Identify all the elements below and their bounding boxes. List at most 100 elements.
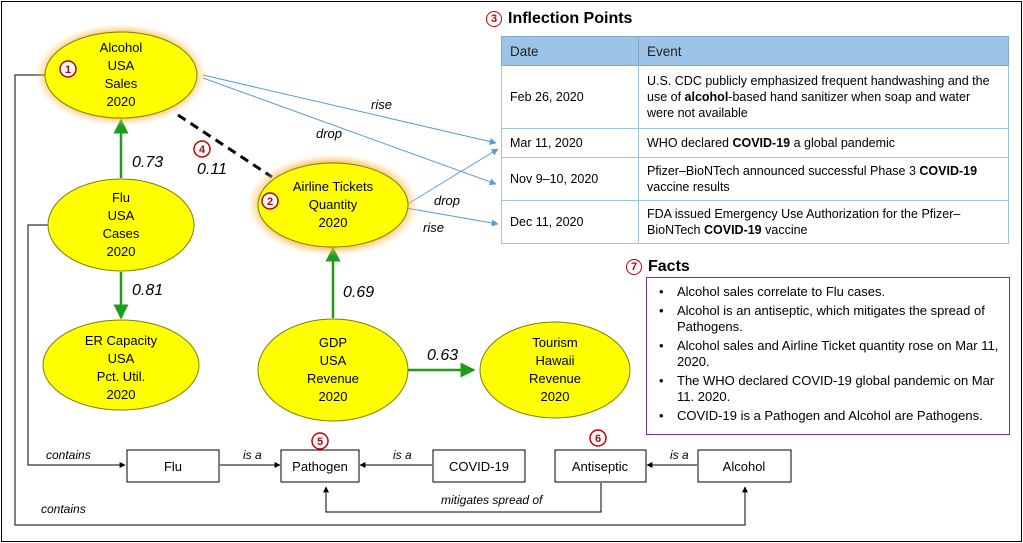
event-bold: COVID-19 (919, 164, 978, 178)
label-corr-gdp-tourism: 0.63 (427, 347, 458, 364)
node-gdp-revenue-line3: Revenue (307, 371, 359, 386)
concept-flu[interactable]: Flu (126, 449, 220, 483)
connector-alcohol-sales-contains (14, 74, 748, 526)
node-alcohol-sales-line3: Sales (105, 76, 138, 91)
node-tourism-revenue-line2: Hawaii (535, 353, 574, 368)
label-trend-alcohol-rise: rise (371, 97, 392, 112)
table-row: Dec 11, 2020 FDA issued Emergency Use Au… (501, 200, 1009, 244)
node-airline-tickets-line1: Airline Tickets (293, 179, 374, 194)
event-text: Pfizer–BioNTech announced successful Pha… (647, 164, 920, 178)
node-er-capacity-line3: Pct. Util. (97, 369, 145, 384)
label-rel-alcohol-contains: contains (41, 502, 86, 516)
header-event: Event (638, 36, 1009, 66)
list-item: The WHO declared COVID-19 global pandemi… (659, 373, 1001, 405)
node-flu-cases-line3: Cases (103, 226, 140, 241)
badge-7: 7 (626, 259, 642, 275)
svg-text:4: 4 (199, 144, 206, 156)
badge-1: 1 (59, 60, 77, 78)
trend-arrow-alcohol-rise (202, 74, 497, 145)
node-alcohol-sales-line2: USA (108, 58, 135, 73)
label-corr-gdp-airline: 0.69 (343, 284, 374, 301)
event-text: FDA issued Emergency Use Authorization f… (647, 207, 961, 237)
node-er-capacity-line1: ER Capacity (85, 333, 158, 348)
node-er-capacity[interactable]: ER Capacity USA Pct. Util. 2020 (42, 319, 200, 411)
concept-covid-label: COVID-19 (449, 459, 509, 474)
svg-text:6: 6 (595, 433, 601, 445)
node-tourism-revenue[interactable]: Tourism Hawaii Revenue 2020 (479, 321, 631, 419)
node-tourism-revenue-line4: 2020 (541, 389, 570, 404)
label-rel-flu-contains: contains (46, 448, 91, 462)
node-tourism-revenue-line1: Tourism (532, 335, 578, 350)
concept-antiseptic[interactable]: Antiseptic (554, 449, 647, 483)
event-bold: COVID-19 (703, 223, 762, 237)
cell-event: U.S. CDC publicly emphasized frequent ha… (638, 65, 1009, 129)
node-flu-cases-line4: 2020 (107, 244, 136, 259)
event-text: WHO declared (647, 136, 733, 150)
label-corr-flu-er: 0.81 (132, 282, 163, 299)
list-item: Alcohol is an antiseptic, which mitigate… (659, 303, 1001, 335)
trend-arrow-alcohol-drop (202, 77, 497, 186)
label-trend-airline-drop: drop (434, 193, 460, 208)
cell-date: Nov 9–10, 2020 (501, 157, 639, 201)
node-airline-tickets[interactable]: Airline Tickets Quantity 2020 (257, 162, 409, 248)
badge-3: 3 (486, 11, 502, 27)
cell-date: Feb 26, 2020 (501, 65, 639, 129)
concept-pathogen-label: Pathogen (292, 459, 348, 474)
dashed-alcohol-airline (177, 113, 273, 179)
node-airline-tickets-line3: 2020 (319, 215, 348, 230)
label-corr-alcohol-airline: 0.11 (197, 161, 227, 178)
node-gdp-revenue-line4: 2020 (319, 389, 348, 404)
connector-mitigates (323, 483, 602, 513)
table-row: Feb 26, 2020 U.S. CDC publicly emphasize… (501, 65, 1009, 129)
event-text: a global pandemic (790, 136, 896, 150)
concept-covid[interactable]: COVID-19 (432, 449, 526, 483)
badge-5: 5 (311, 432, 329, 450)
concept-flu-label: Flu (164, 459, 182, 474)
facts-box: Alcohol sales correlate to Flu cases. Al… (646, 277, 1010, 435)
node-alcohol-sales[interactable]: Alcohol USA Sales 2020 (44, 31, 198, 119)
label-rel-covid-is-a: is a (393, 448, 412, 462)
event-bold: COVID-19 (732, 136, 791, 150)
table-row: Nov 9–10, 2020 Pfizer–BioNTech announced… (501, 157, 1009, 201)
node-flu-cases-line2: USA (108, 208, 135, 223)
facts-title: Facts (648, 258, 690, 275)
cell-date: Mar 11, 2020 (501, 128, 639, 158)
cell-event: FDA issued Emergency Use Authorization f… (638, 200, 1009, 244)
node-er-capacity-line2: USA (108, 351, 135, 366)
svg-text:5: 5 (317, 436, 323, 448)
node-flu-cases-line1: Flu (112, 190, 130, 205)
header-date: Date (501, 36, 639, 66)
label-rel-mitigates: mitigates spread of (441, 493, 544, 507)
node-gdp-revenue[interactable]: GDP USA Revenue 2020 (257, 318, 409, 422)
node-airline-tickets-line2: Quantity (309, 197, 358, 212)
badge-4: 4 (193, 140, 211, 158)
cell-event: WHO declared COVID-19 a global pandemic (638, 128, 1009, 158)
concept-alcohol[interactable]: Alcohol (697, 449, 792, 483)
list-item: Alcohol sales and Airline Ticket quantit… (659, 338, 1001, 370)
inflection-table-header: Date Event (501, 36, 1009, 66)
node-gdp-revenue-line1: GDP (319, 335, 347, 350)
event-text: U.S. CDC publicly emphasized frequent ha… (647, 74, 990, 104)
node-tourism-revenue-line3: Revenue (529, 371, 581, 386)
trend-arrow-airline-drop (405, 148, 499, 206)
concept-pathogen[interactable]: Pathogen (280, 449, 360, 483)
label-rel-alcohol-is-a: is a (670, 448, 689, 462)
connector-flu-cases-contains (27, 224, 126, 468)
list-item: COVID-19 is a Pathogen and Alcohol are P… (659, 408, 1001, 424)
node-alcohol-sales-line1: Alcohol (100, 40, 143, 55)
inflection-table: Date Event Feb 26, 2020 U.S. CDC publicl… (501, 36, 1009, 244)
cell-event: Pfizer–BioNTech announced successful Pha… (638, 157, 1009, 201)
event-text: vaccine (761, 223, 808, 237)
cell-date: Dec 11, 2020 (501, 200, 639, 244)
label-trend-airline-rise: rise (423, 220, 444, 235)
event-bold: alcohol (684, 90, 729, 104)
svg-text:1: 1 (65, 64, 71, 76)
label-trend-alcohol-drop: drop (316, 126, 342, 141)
svg-text:2: 2 (267, 196, 273, 208)
node-flu-cases[interactable]: Flu USA Cases 2020 (47, 178, 195, 272)
inflection-heading: 3 Inflection Points (486, 10, 632, 28)
facts-list: Alcohol sales correlate to Flu cases. Al… (657, 284, 1001, 424)
list-item: Alcohol sales correlate to Flu cases. (659, 284, 1001, 300)
